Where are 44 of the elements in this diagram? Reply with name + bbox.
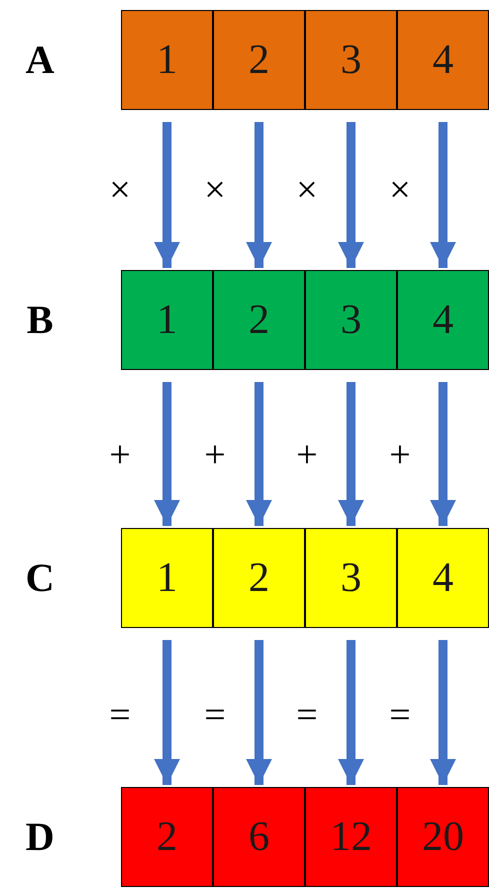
operator-symbol: +	[296, 436, 318, 474]
row-label: C	[26, 558, 54, 598]
number-cell: 2	[213, 270, 305, 370]
arrow	[338, 640, 364, 785]
arrow	[246, 640, 272, 785]
number-cell: 4	[397, 528, 489, 628]
arrow	[246, 382, 272, 526]
number-cell: 1	[121, 270, 213, 370]
row-label: B	[26, 300, 54, 340]
operator-symbol: +	[204, 436, 226, 474]
arrow	[246, 122, 272, 268]
number-cell: 3	[305, 528, 397, 628]
operator-symbol: +	[389, 436, 411, 474]
number-cell: 2	[213, 10, 305, 110]
row-label: D	[26, 817, 54, 857]
arrow	[154, 640, 180, 785]
operator-symbol: ×	[109, 171, 131, 209]
operator-symbol: =	[389, 696, 411, 734]
number-cell: 6	[213, 787, 305, 887]
number-cell: 1	[121, 528, 213, 628]
arrow	[338, 382, 364, 526]
operator-symbol: ×	[296, 171, 318, 209]
arrow	[338, 122, 364, 268]
number-cell: 12	[305, 787, 397, 887]
arrow	[430, 382, 456, 526]
operator-symbol: =	[109, 696, 131, 734]
number-cell: 2	[213, 528, 305, 628]
arrow	[154, 122, 180, 268]
number-cell: 1	[121, 10, 213, 110]
number-cell: 4	[397, 270, 489, 370]
row-label: A	[26, 40, 54, 80]
operator-symbol: +	[109, 436, 131, 474]
number-cell: 20	[397, 787, 489, 887]
number-cell: 3	[305, 10, 397, 110]
operator-symbol: ×	[204, 171, 226, 209]
arrow	[154, 382, 180, 526]
operator-symbol: ×	[389, 171, 411, 209]
number-cell: 2	[121, 787, 213, 887]
operator-symbol: =	[204, 696, 226, 734]
number-cell: 4	[397, 10, 489, 110]
number-cell: 3	[305, 270, 397, 370]
operator-symbol: =	[296, 696, 318, 734]
arrow	[430, 640, 456, 785]
arrow	[430, 122, 456, 268]
